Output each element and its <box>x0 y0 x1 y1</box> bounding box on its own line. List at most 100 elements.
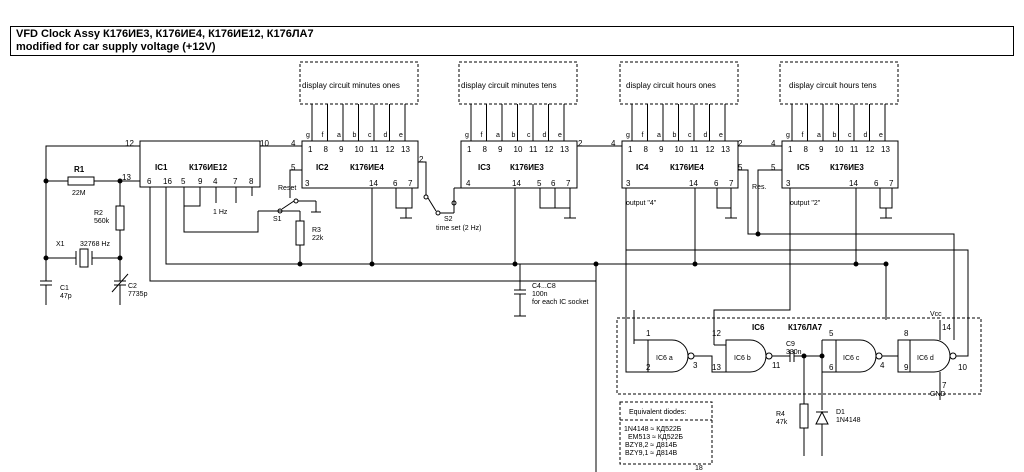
equivalent-diodes-box: Equivalent diodes: 1N4148 ≈ КД522Б EM513… <box>619 401 713 472</box>
svg-text:IC6 a: IC6 a <box>656 355 673 362</box>
svg-text:IC2: IC2 <box>316 163 329 172</box>
svg-text:К176ИЕ3: К176ИЕ3 <box>510 163 544 172</box>
schematic-title: VFD Clock Assy К176ИЕ3, К176ИЕ4, К176ИЕ1… <box>16 28 314 40</box>
ic-side-pins: 4 5 3 14 6 7 2 4 14 5 6 7 2 4 3 14 6 7 2… <box>291 139 894 188</box>
segment-letter: e <box>558 132 562 139</box>
ic-top-pin-number: 11 <box>529 145 538 154</box>
svg-text:D1: D1 <box>836 409 845 416</box>
ic-top-pin-number: 9 <box>659 145 664 154</box>
ic-top-pin-number: 10 <box>514 145 523 154</box>
svg-text:time set (2 Hz): time set (2 Hz) <box>436 225 482 232</box>
schematic-subtitle: modified for car supply voltage (+12V) <box>16 41 216 53</box>
svg-text:IC4: IC4 <box>636 163 649 172</box>
ic-top-pin-number: 1 <box>628 145 633 154</box>
svg-text:10: 10 <box>958 363 967 372</box>
svg-text:R3: R3 <box>312 227 321 234</box>
svg-text:22M: 22M <box>72 190 86 197</box>
segment-letter: a <box>337 132 341 139</box>
segment-letter: d <box>704 132 708 139</box>
svg-text:1N4148 ≈ КД522Б: 1N4148 ≈ КД522Б <box>624 426 682 433</box>
svg-text:EM513 ≈ КД522Б: EM513 ≈ КД522Б <box>628 434 683 441</box>
svg-text:6: 6 <box>829 363 834 372</box>
ic-top-pin-number: 10 <box>675 145 684 154</box>
title-box: VFD Clock Assy К176ИЕ3, К176ИЕ4, К176ИЕ1… <box>10 26 1014 56</box>
display-hours-ones: display circuit hours ones <box>619 61 739 105</box>
segment-letter: c <box>848 132 852 139</box>
svg-text:3: 3 <box>786 179 791 188</box>
ic-top-pin-number: 10 <box>355 145 364 154</box>
svg-text:6: 6 <box>714 179 719 188</box>
svg-text:Vcc: Vcc <box>930 311 942 318</box>
segment-letter: d <box>864 132 868 139</box>
svg-text:IC6: IC6 <box>752 323 765 332</box>
ic-top-pin-number: 12 <box>386 145 395 154</box>
svg-text:C2: C2 <box>128 283 137 290</box>
svg-text:6: 6 <box>393 179 398 188</box>
svg-text:К176ИЕ4: К176ИЕ4 <box>670 163 704 172</box>
svg-text:3: 3 <box>626 179 631 188</box>
ic1-pin-number: 16 <box>163 177 172 186</box>
segment-letter: f <box>802 132 804 139</box>
svg-text:100n: 100n <box>532 291 548 298</box>
svg-text:7735p: 7735p <box>128 291 148 298</box>
svg-text:14: 14 <box>942 323 951 332</box>
svg-text:5: 5 <box>291 163 296 172</box>
display-hours-tens: display circuit hours tens <box>779 61 899 105</box>
svg-text:for each IC socket: for each IC socket <box>532 299 588 306</box>
svg-text:4: 4 <box>880 361 885 370</box>
svg-text:8: 8 <box>904 329 909 338</box>
svg-text:output "4": output "4" <box>626 200 657 207</box>
svg-text:560k: 560k <box>94 218 110 225</box>
segment-letter: f <box>322 132 324 139</box>
ic1-pin-number: 4 <box>213 177 218 186</box>
ic2-chip: IC2 К176ИЕ4 <box>301 140 419 189</box>
segment-letter: d <box>384 132 388 139</box>
ic5-chip: IC5 К176ИЕ3 output "2" Res. <box>752 140 899 207</box>
svg-text:2: 2 <box>738 139 743 148</box>
svg-text:C4...C8: C4...C8 <box>532 283 556 290</box>
segment-letter: b <box>673 132 677 139</box>
svg-text:BZY8,2 ≈ Д814Б: BZY8,2 ≈ Д814Б <box>625 442 677 449</box>
svg-text:6: 6 <box>551 179 556 188</box>
segment-letter: a <box>496 132 500 139</box>
svg-text:330n: 330n <box>786 349 802 356</box>
svg-text:C9: C9 <box>786 341 795 348</box>
segment-letter: f <box>481 132 483 139</box>
svg-text:GND: GND <box>930 391 946 398</box>
ic-top-pin-number: 8 <box>644 145 649 154</box>
svg-text:7: 7 <box>729 179 734 188</box>
svg-text:7: 7 <box>408 179 413 188</box>
svg-text:4: 4 <box>291 139 296 148</box>
svg-text:5: 5 <box>771 163 776 172</box>
wiring <box>40 145 955 472</box>
svg-text:2: 2 <box>419 155 424 164</box>
svg-text:Res.: Res. <box>752 184 766 191</box>
ic1-freq-label: 1 Hz <box>213 209 228 216</box>
segment-letter: e <box>879 132 883 139</box>
svg-text:display circuit minutes ones: display circuit minutes ones <box>302 81 400 90</box>
svg-text:5: 5 <box>537 179 542 188</box>
svg-text:display circuit hours tens: display circuit hours tens <box>789 81 877 90</box>
ic4-chip: IC4 К176ИЕ4 output "4" <box>621 140 739 207</box>
segment-letter: g <box>306 132 310 139</box>
svg-text:1: 1 <box>646 329 651 338</box>
svg-text:4: 4 <box>771 139 776 148</box>
svg-text:4: 4 <box>466 179 471 188</box>
svg-text:12: 12 <box>125 139 134 148</box>
ic-top-pin-number: 13 <box>560 145 569 154</box>
ic-top-pin-number: 1 <box>467 145 472 154</box>
ic-top-pin-number: 13 <box>401 145 410 154</box>
svg-text:4: 4 <box>611 139 616 148</box>
ic1-pin-number: 9 <box>198 177 203 186</box>
ic-top-pin-number: 9 <box>339 145 344 154</box>
svg-text:IC6 d: IC6 d <box>917 355 934 362</box>
segment-letter: f <box>642 132 644 139</box>
svg-text:32768 Hz: 32768 Hz <box>80 241 110 248</box>
segment-letter: g <box>465 132 469 139</box>
svg-text:IC6 c: IC6 c <box>843 355 860 362</box>
segment-letter: a <box>657 132 661 139</box>
svg-text:14: 14 <box>689 179 698 188</box>
svg-text:2: 2 <box>646 363 651 372</box>
